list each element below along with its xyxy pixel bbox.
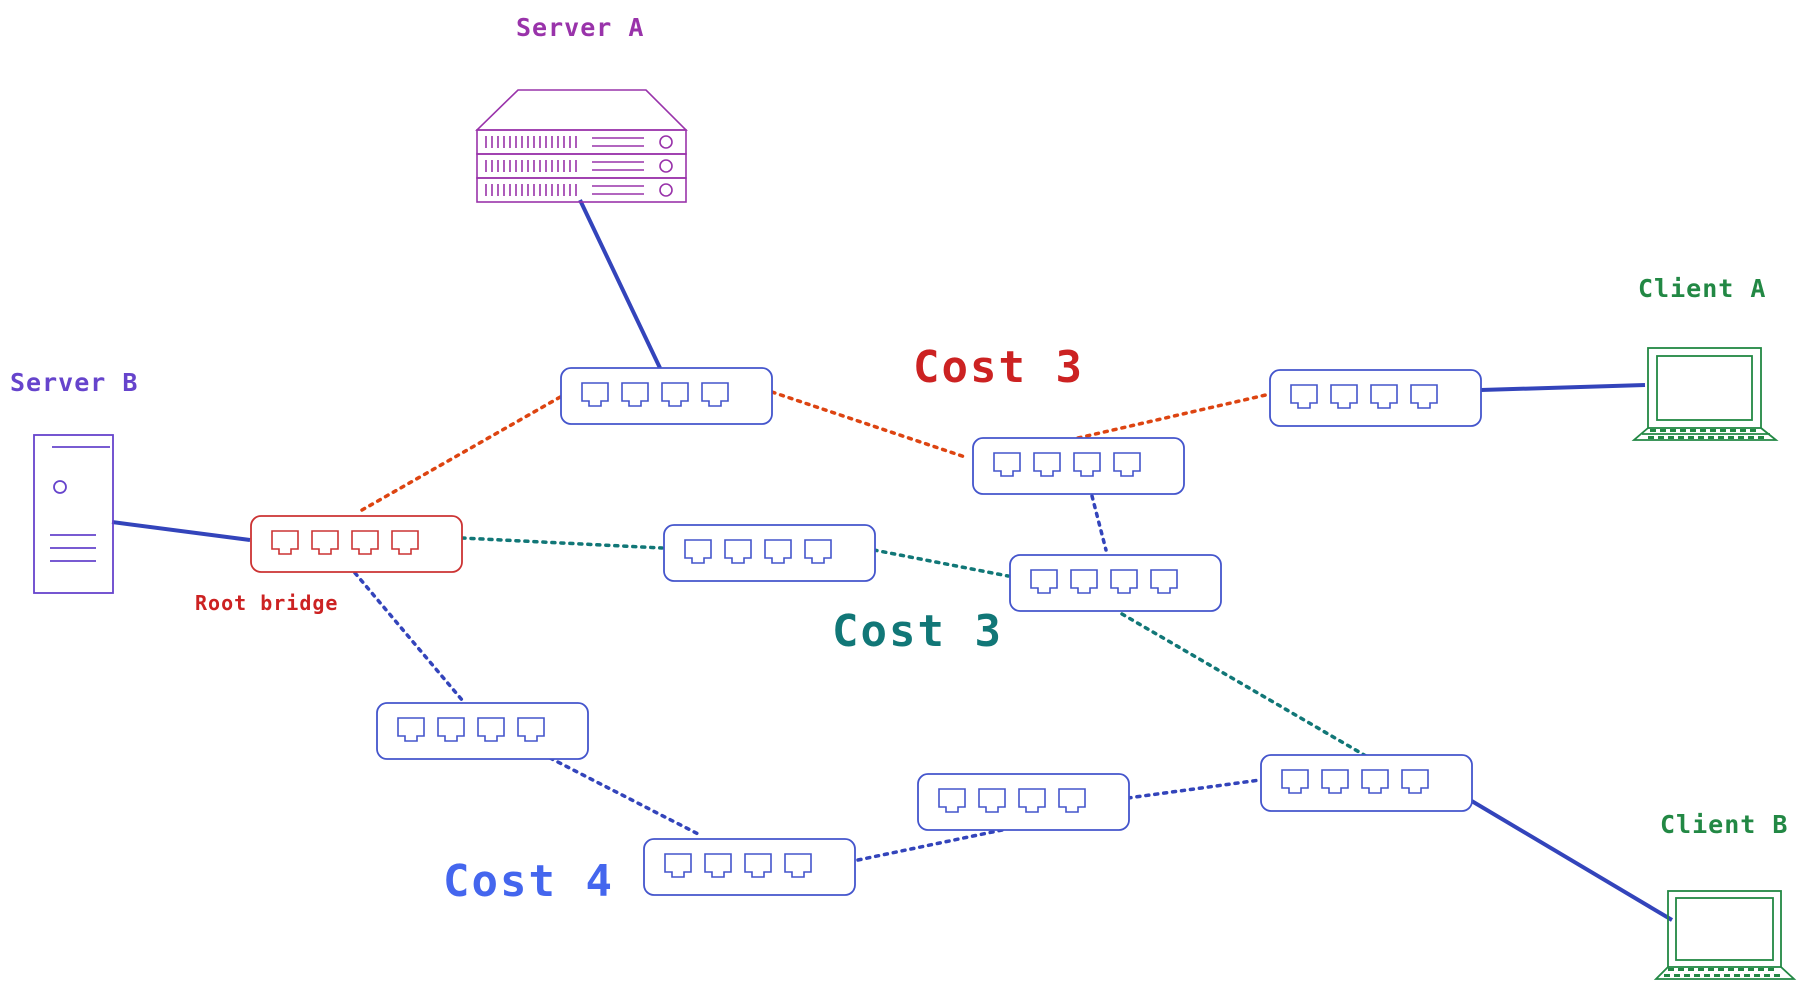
client-b-label: Client B (1660, 810, 1788, 839)
link-server-a-switch-top (578, 199, 662, 369)
root-bridge-label: Root bridge (195, 591, 338, 615)
teal-path-segment (872, 548, 1010, 578)
switch-top-right[interactable] (1269, 369, 1482, 427)
link-client-b-switch (1468, 798, 1674, 922)
link-server-b-root-switch (111, 520, 251, 542)
switch-middle[interactable] (663, 524, 876, 582)
blue-path-segment (856, 828, 1004, 862)
link-client-a-switch (1480, 383, 1646, 392)
red-path-segment (770, 390, 970, 460)
client-a-icon[interactable] (1631, 347, 1779, 441)
switch-center-lower[interactable] (1009, 554, 1222, 612)
client-a-label: Client A (1638, 274, 1766, 303)
blue-link-right-switches (1090, 494, 1108, 552)
server-b-icon[interactable] (33, 434, 114, 594)
switch-left-lower[interactable] (376, 702, 589, 760)
red-path-segment (1076, 392, 1272, 440)
switch-bottom-right[interactable] (1260, 754, 1473, 812)
blue-path-segment (1126, 778, 1262, 800)
red-path-segment (360, 394, 564, 512)
blue-path-segment (353, 571, 464, 702)
server-a-label: Server A (516, 13, 644, 42)
cost-label-red: Cost 3 (913, 342, 1084, 393)
blue-path-segment (548, 756, 704, 838)
switch-top[interactable] (560, 367, 773, 425)
server-a-icon[interactable] (475, 89, 688, 203)
teal-path-segment (1120, 612, 1368, 758)
switch-bottom-left[interactable] (643, 838, 856, 896)
client-b-icon[interactable] (1653, 890, 1797, 980)
cost-label-blue: Cost 4 (443, 856, 614, 907)
switch-root-bridge[interactable] (250, 515, 463, 573)
server-b-label: Server B (10, 368, 138, 397)
switch-center-upper[interactable] (972, 437, 1185, 495)
teal-path-segment (460, 536, 664, 550)
switch-bottom-mid[interactable] (917, 773, 1130, 831)
cost-label-teal: Cost 3 (832, 606, 1003, 657)
